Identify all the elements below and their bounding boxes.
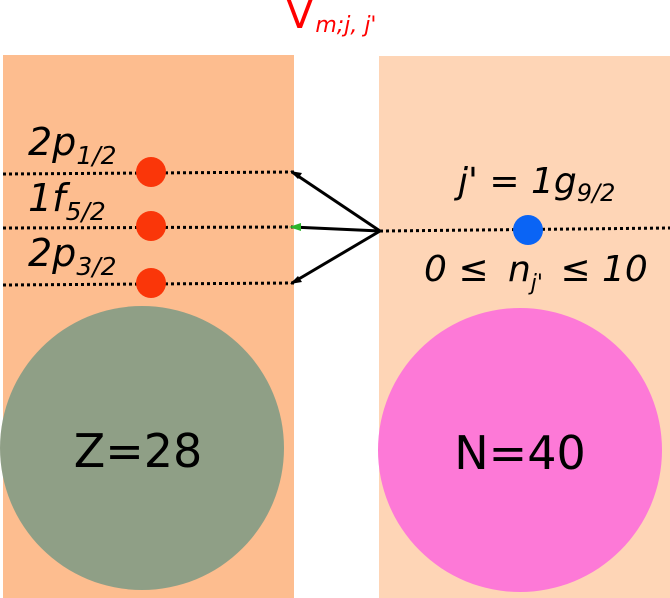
proton-level-label-2p32: 2p3/2 xyxy=(28,231,117,281)
interaction-title: Vm;j, j' xyxy=(286,0,376,38)
arrowhead-2p32 xyxy=(290,276,302,284)
arrow-to-2p12 xyxy=(291,170,381,233)
proton-particle-2p12 xyxy=(136,157,166,187)
neutron-level-label: j' = 1g9/2 xyxy=(453,161,615,207)
title-main: V xyxy=(286,0,314,38)
title-subscript: m;j, j' xyxy=(315,13,376,38)
proton-level-label-2p12: 2p1/2 xyxy=(28,120,117,170)
proton-level-label-1f52: 1f5/2 xyxy=(28,176,106,226)
neutron-core-label: N=40 xyxy=(454,426,586,480)
arrowhead-1f52 xyxy=(289,223,301,231)
proton-particle-1f52 xyxy=(136,211,166,241)
neutron-core-circle xyxy=(378,308,662,592)
neutron-occupancy-label: 0 ≤ nj' ≤ 10 xyxy=(424,249,648,296)
interaction-arrows xyxy=(291,170,381,285)
proton-core-circle xyxy=(0,306,284,590)
proton-particle-2p32 xyxy=(136,268,166,298)
arrow-to-1f52 xyxy=(291,225,381,233)
proton-core-label: Z=28 xyxy=(74,424,203,478)
neutron-particle xyxy=(513,215,543,245)
arrow-to-2p32 xyxy=(291,229,381,285)
arrowhead-2p12 xyxy=(290,171,302,179)
